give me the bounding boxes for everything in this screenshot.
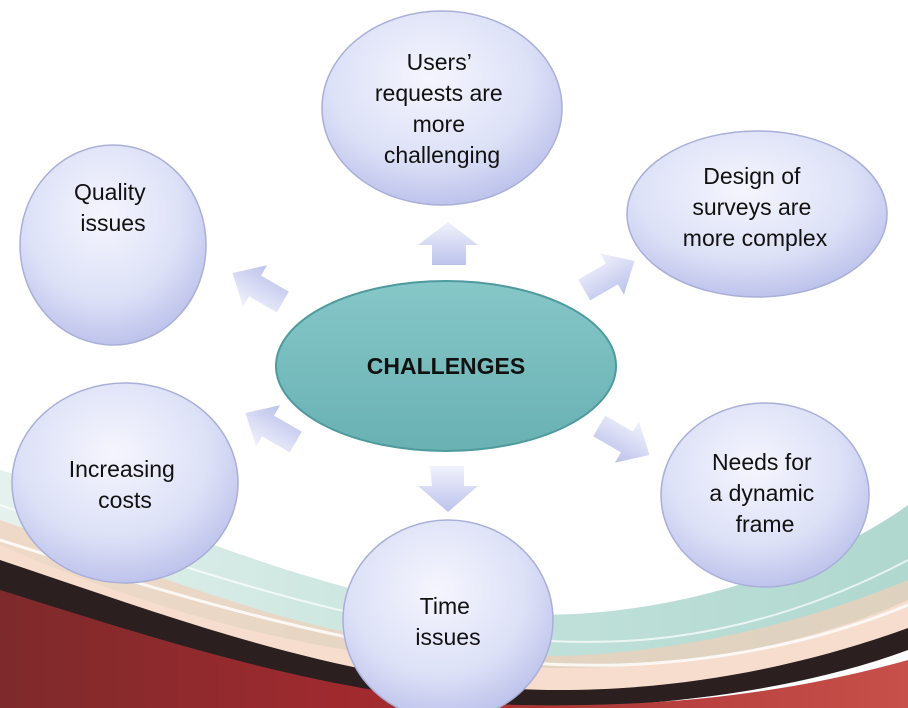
bubble-quality-shape [19,144,207,346]
bubble-costs: Increasing costs [11,382,239,584]
bubble-quality: Quality issues [19,144,207,346]
bubble-quality-label: Quality issues [74,179,152,236]
arrow-down-icon [418,466,478,512]
swoosh-red-band [0,590,908,708]
center-node-shape [275,280,617,452]
bubble-costs-label: Increasing costs [69,456,182,513]
bubble-time-label: Time issues [415,593,480,650]
arrow-lower-left-icon [245,405,302,453]
bubble-needs-label: Needs for a dynamic frame [709,449,820,537]
bubble-needs: Needs for a dynamic frame [660,402,870,588]
bubble-design: Design of surveys are more complex [626,130,888,298]
arrow-up-icon [418,222,478,265]
arrows [232,222,650,512]
swoosh-light-stripe [0,538,908,667]
bubble-time-shape [342,519,554,708]
bubble-needs-shape [660,402,870,588]
bubble-users-shape [321,10,563,206]
bubble-time: Time issues [342,519,554,708]
bubble-design-label: Design of surveys are more complex [683,163,828,251]
bubble-costs-shape [11,382,239,584]
center-node-label: CHALLENGES [367,353,525,379]
center-node: CHALLENGES [275,280,617,452]
arrow-lower-right-icon [593,415,650,463]
arrow-upper-right-icon [578,253,635,301]
arrow-upper-left-icon [232,265,289,313]
bubble-users-label: Users’ requests are more challenging [375,49,509,168]
bubble-design-shape [626,130,888,298]
bubble-users: Users’ requests are more challenging [321,10,563,206]
